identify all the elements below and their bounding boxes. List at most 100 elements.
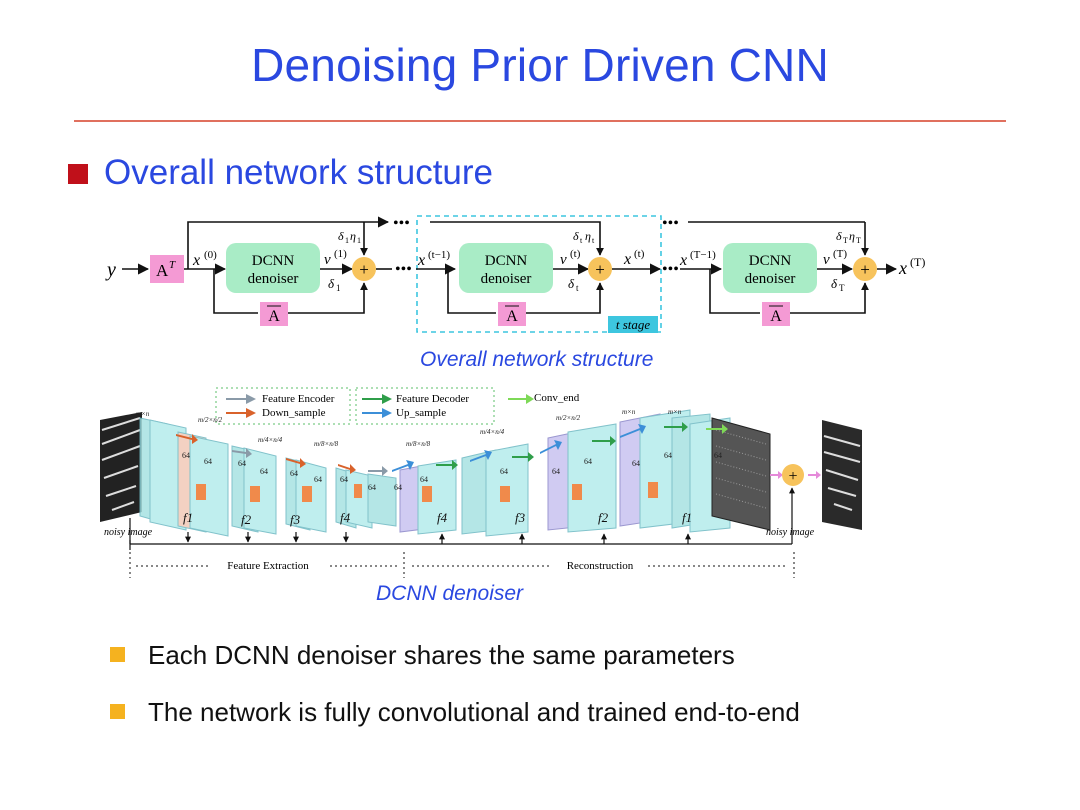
section-bullet-icon — [68, 164, 88, 184]
enc-feature-f2: f2 — [241, 512, 252, 527]
channel-label-5: 64 — [290, 469, 298, 478]
encoder-arrow-icon — [226, 394, 256, 404]
channel-label-6: 64 — [314, 475, 322, 484]
overall-structure-diagram: y A T x (0) ••• DCNN denoiser v (1) δ 1 … — [105, 215, 925, 333]
channel-label-3: 64 — [238, 459, 246, 468]
size-label-4: m/8×n/8 — [314, 440, 339, 448]
decoder-layers — [399, 409, 731, 537]
input-noisy-image — [100, 412, 142, 522]
residual-sum-node-plus: + — [788, 468, 797, 485]
dec-feature-f3: f3 — [515, 510, 526, 525]
input-y-label: y — [105, 259, 116, 281]
delta1-sub: 1 — [336, 283, 341, 293]
dcnn-block-stage-T-line1: DCNN — [749, 253, 792, 269]
deltat-sub: t — [576, 283, 579, 293]
delta-eta-stage-T: δ — [836, 229, 842, 243]
size-label-1: m×n — [136, 410, 150, 418]
size-label-2: m/2×n/2 — [198, 416, 223, 424]
transpose-block — [150, 255, 184, 283]
down-sample-arrow-icon — [226, 408, 256, 418]
channel-label-11: 64 — [500, 467, 508, 476]
size-label-7: m/2×n/2 — [556, 414, 581, 422]
delta-eta-stage1-sub: 1 — [345, 236, 349, 245]
reconstruction-label: Reconstruction — [567, 560, 634, 572]
deltat-label: δ — [568, 276, 575, 291]
dcnn-block-stage1-line2: denoiser — [248, 271, 299, 287]
dec-feature-block-1 — [422, 486, 432, 502]
vt-label: v — [560, 252, 567, 268]
residual-sum-node — [782, 464, 804, 486]
channel-label-16: 64 — [714, 451, 722, 460]
channel-label-15: 64 — [664, 451, 672, 460]
xT-1-label: x — [679, 252, 687, 269]
channel-label-8: 64 — [368, 483, 376, 492]
vt-sup: (t) — [570, 248, 581, 260]
eta-stage-t: η — [585, 229, 591, 243]
up-sample-arrow-icon — [362, 408, 392, 418]
dcnn-block-stage-T-line2: denoiser — [745, 271, 796, 287]
xt-1-label: x — [417, 252, 425, 269]
dcnn-denoiser-diagram: Feature Encoder Down_sample Feature Deco… — [100, 387, 862, 578]
abar-block-stage-T-label: A — [770, 308, 782, 325]
sum-node-stage1-plus: + — [359, 260, 369, 279]
channel-label-10: 64 — [420, 475, 428, 484]
enc-feature-block-2 — [250, 486, 260, 502]
overall-structure-caption: Overall network structure — [420, 348, 654, 371]
sum-node-stage-T-plus: + — [860, 260, 870, 279]
transpose-block-label: A — [156, 261, 169, 280]
size-label-8: m×n — [622, 408, 636, 416]
delta1-label: δ — [328, 276, 335, 291]
enc-feature-block-1 — [196, 484, 206, 500]
x0-sup: (0) — [204, 249, 217, 261]
xt-1-sup: (t−1) — [428, 249, 450, 261]
enc-feature-block-4 — [354, 484, 362, 498]
legend-box-decoder — [355, 387, 495, 425]
vT-sup: (T) — [833, 248, 847, 260]
dcnn-block-stage-T — [723, 243, 817, 293]
slide-title: Denoising Prior Driven CNN — [251, 39, 829, 91]
size-label-9: m×n — [668, 408, 682, 416]
dots-mid-2: ••• — [662, 261, 679, 278]
eta-stage-T: η — [849, 229, 855, 243]
dots-mid-1: ••• — [395, 261, 412, 278]
enc-feature-block-3 — [302, 486, 312, 502]
deltaT-label: δ — [831, 276, 838, 291]
size-label-3: m/4×n/4 — [258, 436, 283, 444]
legend-feature-encoder: Feature Encoder — [262, 393, 335, 405]
xT-sup: (T) — [910, 255, 925, 269]
bullet-text-2: The network is fully convolutional and t… — [148, 697, 800, 727]
delta-eta-stage-T-sub: T — [843, 236, 848, 245]
channel-label-14: 64 — [632, 459, 640, 468]
delta-eta-stage1: δ — [338, 229, 344, 243]
dcnn-block-stage-t-line2: denoiser — [481, 271, 532, 287]
transpose-block-sup: T — [169, 259, 176, 271]
legend-up-sample: Up_sample — [396, 407, 446, 419]
skip-connections — [129, 487, 795, 550]
dcnn-block-stage-t — [459, 243, 553, 293]
size-label-6: m/4×n/4 — [480, 428, 505, 436]
abar-block-stage-t-label: A — [506, 308, 518, 325]
legend-down-sample: Down_sample — [262, 407, 326, 419]
channel-label-7: 64 — [340, 475, 348, 484]
enc-feature-f1: f1 — [183, 510, 193, 525]
deltaT-sub: T — [839, 283, 845, 293]
sum-node-stage-t — [588, 257, 612, 281]
channel-label-2: 64 — [204, 457, 212, 466]
xT-label: x — [898, 258, 907, 278]
eta-stage-t-sub: t — [592, 236, 595, 245]
xt-sup: (t) — [634, 248, 645, 260]
bullet-square-icon — [110, 647, 125, 662]
eta-stage1: η — [350, 229, 356, 243]
residual-noise-map — [711, 417, 771, 531]
delta-eta-stage-t: δ — [573, 229, 579, 243]
v1-label: v — [324, 252, 331, 268]
x0-label: x — [192, 252, 200, 269]
channel-label-1: 64 — [182, 451, 190, 460]
input-noisy-image-label: noisy image — [104, 527, 153, 538]
title-divider — [74, 120, 1006, 122]
enc-feature-f4: f4 — [340, 510, 351, 525]
legend-box-encoder — [215, 387, 351, 425]
dcnn-block-stage1 — [226, 243, 320, 293]
dots-top-2: ••• — [662, 215, 679, 232]
